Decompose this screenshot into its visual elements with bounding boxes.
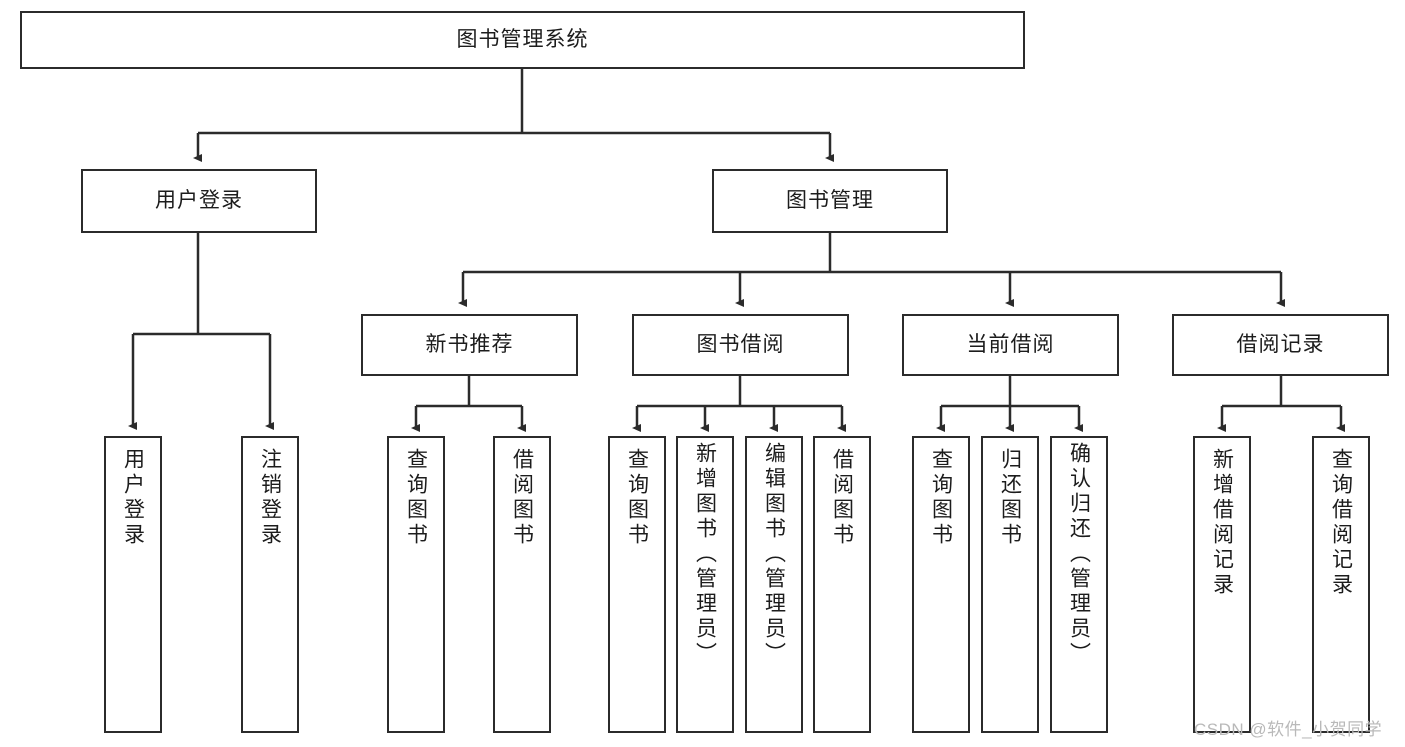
leaf-query-book-recommend[interactable]: 查询图书 — [387, 436, 445, 733]
leaf-user-login[interactable]: 用户登录 — [104, 436, 162, 733]
node-root-system[interactable]: 图书管理系统 — [20, 11, 1025, 69]
node-new-book-recommend[interactable]: 新书推荐 — [361, 314, 578, 376]
node-book-management[interactable]: 图书管理 — [712, 169, 948, 233]
node-current-borrow[interactable]: 当前借阅 — [902, 314, 1119, 376]
leaf-add-book-admin[interactable]: 新增图书（管理员） — [676, 436, 734, 733]
node-borrow-record[interactable]: 借阅记录 — [1172, 314, 1389, 376]
csdn-watermark: CSDN @软件_小贺同学 — [1194, 720, 1383, 739]
leaf-return-book[interactable]: 归还图书 — [981, 436, 1039, 733]
leaf-query-book-current[interactable]: 查询图书 — [912, 436, 970, 733]
node-book-borrow[interactable]: 图书借阅 — [632, 314, 849, 376]
leaf-logout-login[interactable]: 注销登录 — [241, 436, 299, 733]
leaf-borrow-book-recommend[interactable]: 借阅图书 — [493, 436, 551, 733]
leaf-confirm-return-admin[interactable]: 确认归还（管理员） — [1050, 436, 1108, 733]
node-user-login[interactable]: 用户登录 — [81, 169, 317, 233]
leaf-edit-book-admin[interactable]: 编辑图书（管理员） — [745, 436, 803, 733]
leaf-add-borrow-record[interactable]: 新增借阅记录 — [1193, 436, 1251, 733]
leaf-query-book-borrow[interactable]: 查询图书 — [608, 436, 666, 733]
leaf-query-borrow-record[interactable]: 查询借阅记录 — [1312, 436, 1370, 733]
leaf-borrow-book-borrow[interactable]: 借阅图书 — [813, 436, 871, 733]
